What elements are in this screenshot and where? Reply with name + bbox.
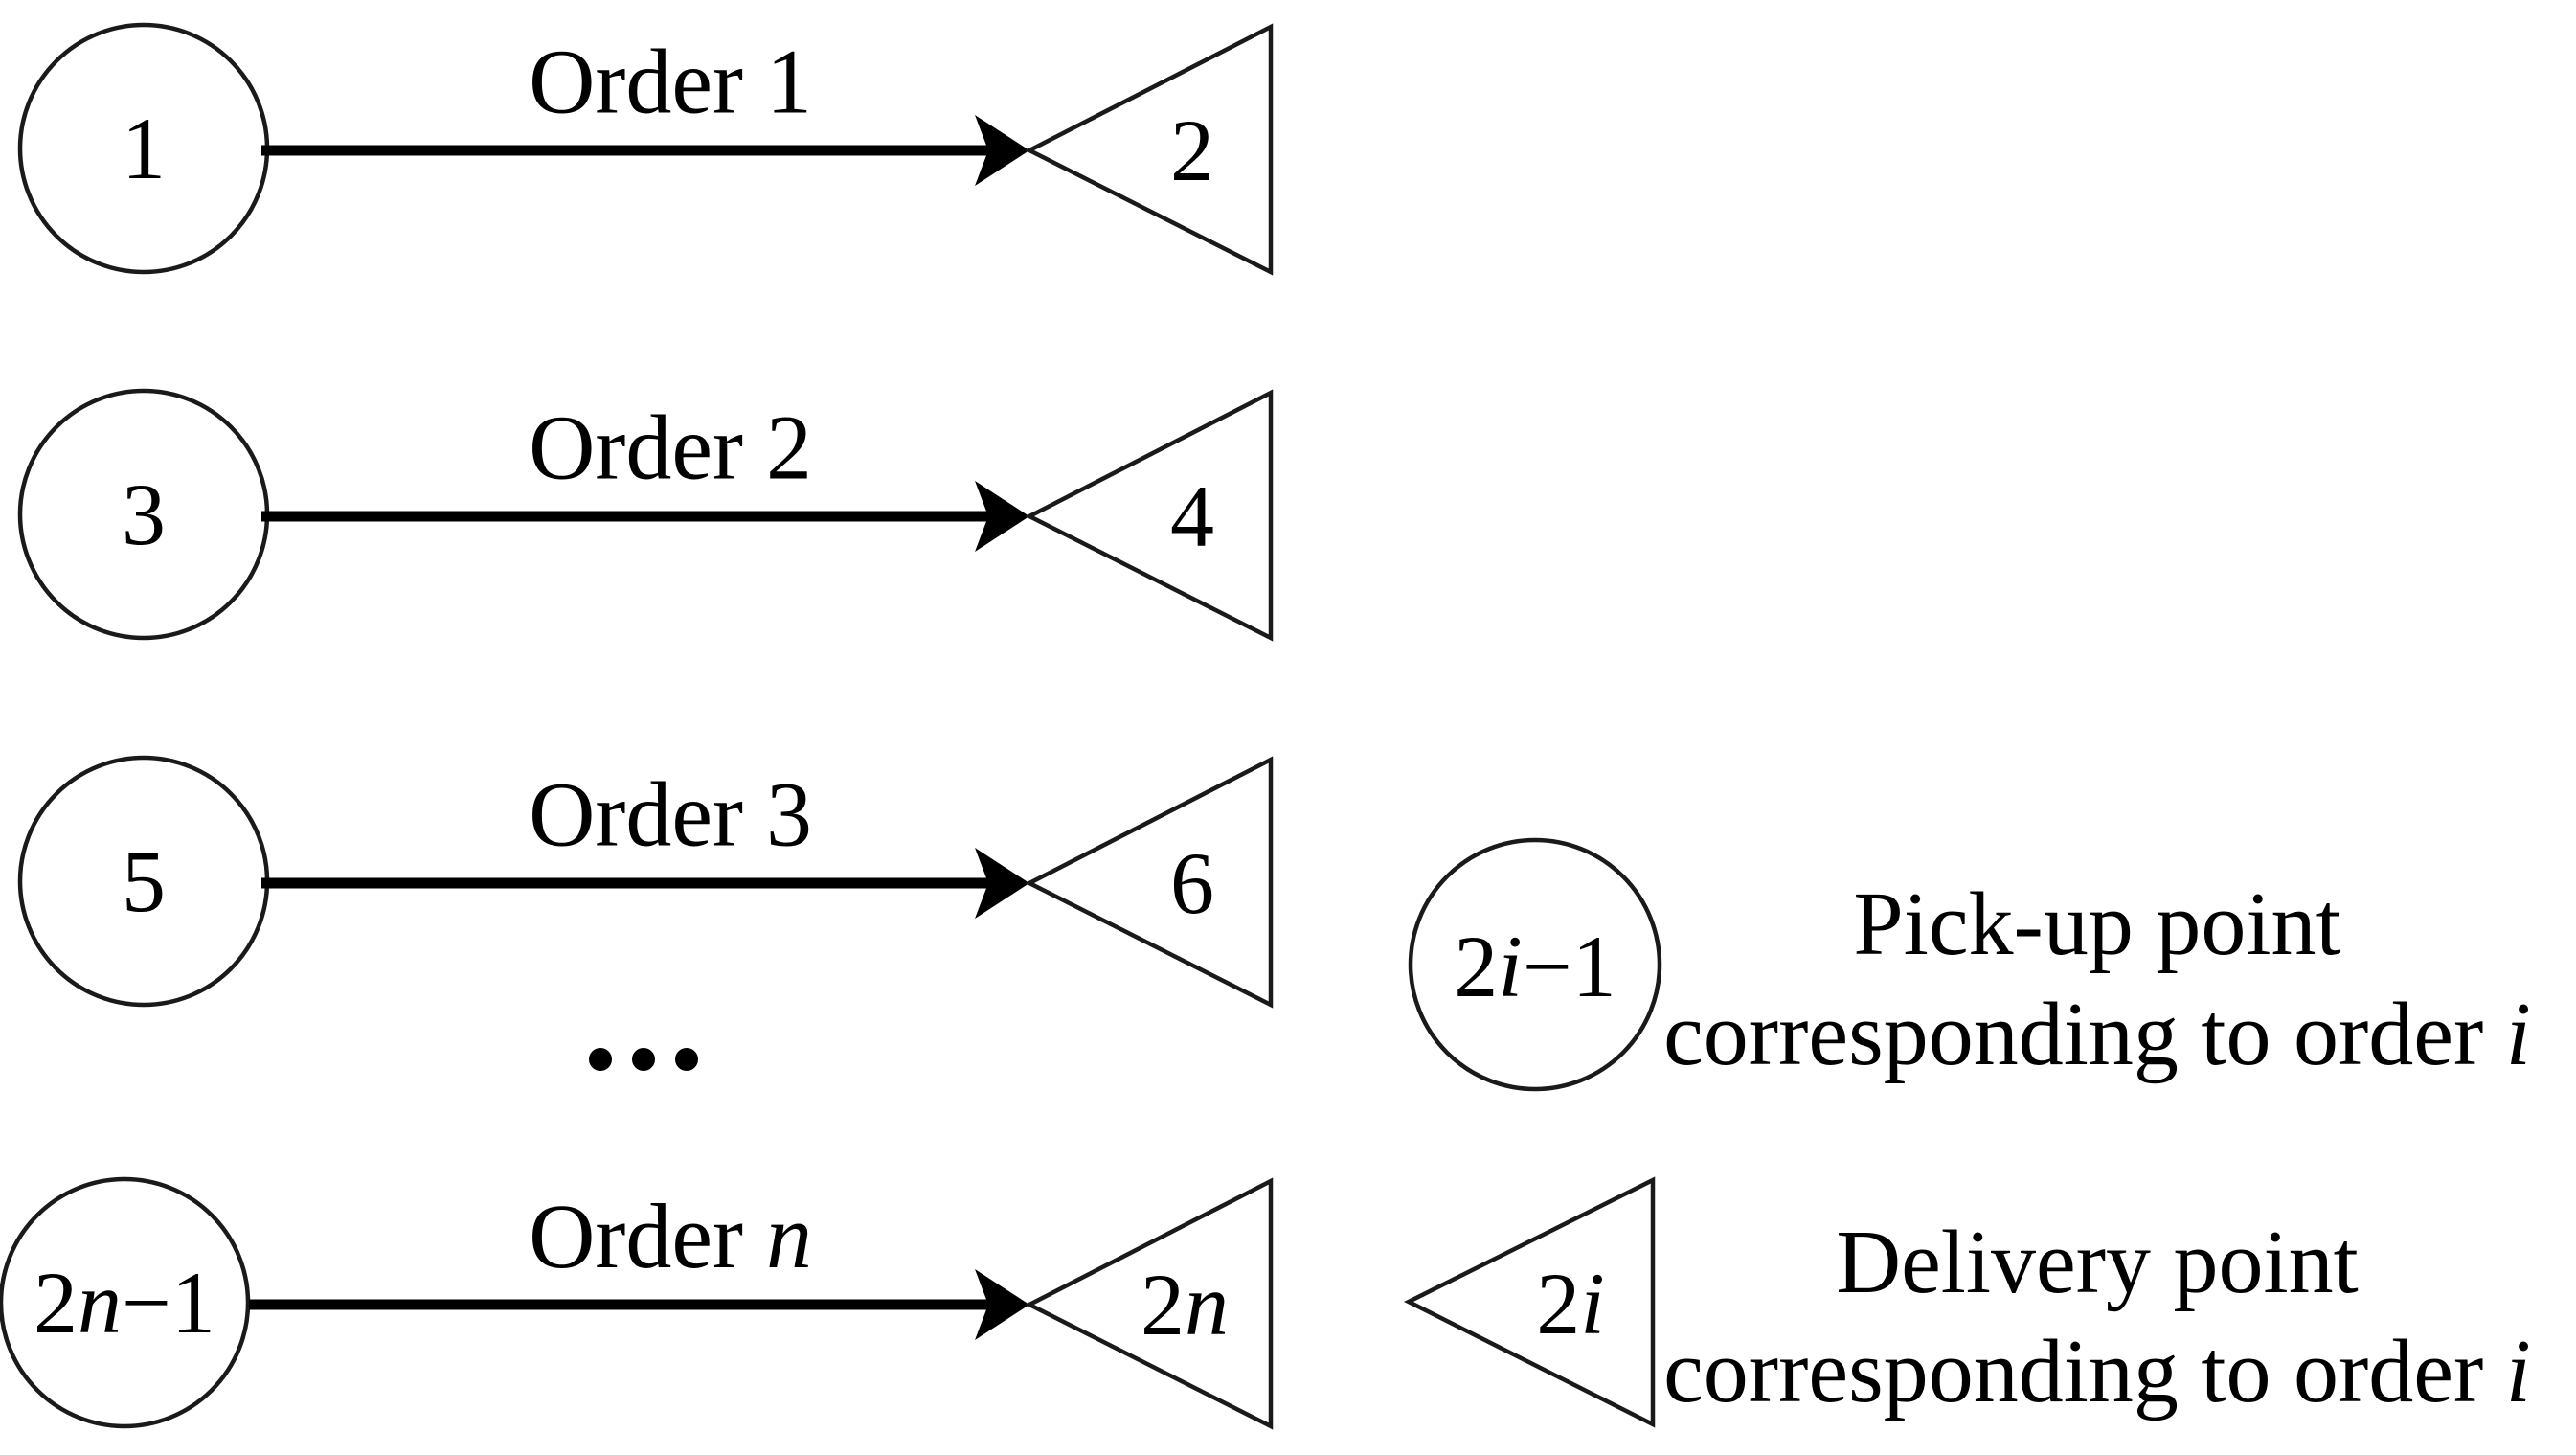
delivery-node-triangle-2[interactable]: [1025, 389, 1274, 642]
order-row-3: 5 Order 3 6: [17, 755, 1274, 1009]
delivery-node-triangle-n[interactable]: [1025, 1177, 1274, 1430]
legend-delivery-node-label-prefix: 2: [1536, 1255, 1580, 1353]
legend-delivery-node-label-var: i: [1580, 1255, 1605, 1353]
edge-label-3: Order 3: [529, 763, 812, 866]
ellipsis-dot-3: [675, 1048, 698, 1071]
delivery-node-label-3: 6: [1170, 834, 1214, 932]
pickup-node-circle-n[interactable]: [0, 1176, 251, 1429]
legend-pickup-circle[interactable]: [1408, 837, 1662, 1092]
pickup-node-label-n: 2n−1: [34, 1254, 215, 1352]
pickup-node-label-n-suffix: −1: [122, 1254, 215, 1352]
legend-pickup-node-label-suffix: −1: [1523, 918, 1616, 1015]
legend-delivery-node-label: 2i: [1536, 1255, 1605, 1353]
delivery-node-label-n-prefix: 2: [1141, 1256, 1185, 1353]
delivery-node-label-n: 2n: [1141, 1256, 1229, 1353]
pickup-node-label-n-var: n: [78, 1254, 122, 1352]
legend-pickup-description-line2-var: i: [2506, 985, 2531, 1084]
edge-label-2: Order 2: [529, 397, 812, 499]
delivery-node-label-1: 2: [1170, 102, 1214, 199]
edge-label-n-var: n: [766, 1185, 812, 1287]
continuation-ellipsis: [589, 1048, 698, 1071]
pickup-node-label-1: 1: [122, 100, 166, 197]
legend-pickup-node-label-prefix: 2: [1454, 918, 1498, 1015]
order-edge-arrowhead-3: [975, 848, 1029, 919]
legend-delivery: 2i Delivery point corresponding to order…: [1403, 1176, 2531, 1428]
legend-delivery-description-line2: corresponding to order i: [1663, 1322, 2531, 1421]
legend-pickup: 2i−1 Pick-up point corresponding to orde…: [1408, 837, 2531, 1092]
legend-delivery-triangle[interactable]: [1403, 1176, 1656, 1428]
edge-label-n-prefix: Order: [529, 1185, 766, 1287]
legend-pickup-node-label-var: i: [1498, 918, 1523, 1015]
edge-label-n: Order n: [529, 1185, 812, 1287]
legend-pickup-description-line2: corresponding to order i: [1663, 985, 2531, 1084]
legend-delivery-description-line2-var: i: [2506, 1322, 2531, 1421]
ellipsis-dot-2: [632, 1048, 655, 1071]
pickup-node-label-n-prefix: 2: [34, 1254, 78, 1352]
legend-pickup-description-line1: Pick-up point: [1853, 875, 2340, 974]
edge-label-1: Order 1: [529, 31, 812, 133]
pickup-node-label-2: 3: [122, 466, 166, 563]
order-edge-arrowhead-2: [975, 481, 1029, 552]
legend-delivery-description-line1: Delivery point: [1836, 1213, 2359, 1312]
order-row-1: 1 Order 1 2: [17, 22, 1274, 276]
order-edge-arrowhead-1: [975, 115, 1029, 186]
delivery-node-triangle-3[interactable]: [1025, 756, 1274, 1009]
legend-pickup-node-label: 2i−1: [1454, 918, 1616, 1015]
order-row-n: 2n−1 Order n 2n: [0, 1176, 1274, 1430]
delivery-node-label-n-var: n: [1185, 1256, 1229, 1353]
order-edge-arrowhead-n: [975, 1269, 1029, 1340]
delivery-node-triangle-1[interactable]: [1025, 23, 1274, 276]
pickup-node-label-3: 5: [122, 832, 166, 930]
legend-delivery-description-line2-text: corresponding to order: [1663, 1322, 2506, 1421]
ellipsis-dot-1: [589, 1048, 612, 1071]
order-row-2: 3 Order 2 4: [17, 388, 1274, 642]
legend-pickup-description-line2-text: corresponding to order: [1663, 985, 2506, 1084]
delivery-node-label-2: 4: [1170, 467, 1214, 565]
